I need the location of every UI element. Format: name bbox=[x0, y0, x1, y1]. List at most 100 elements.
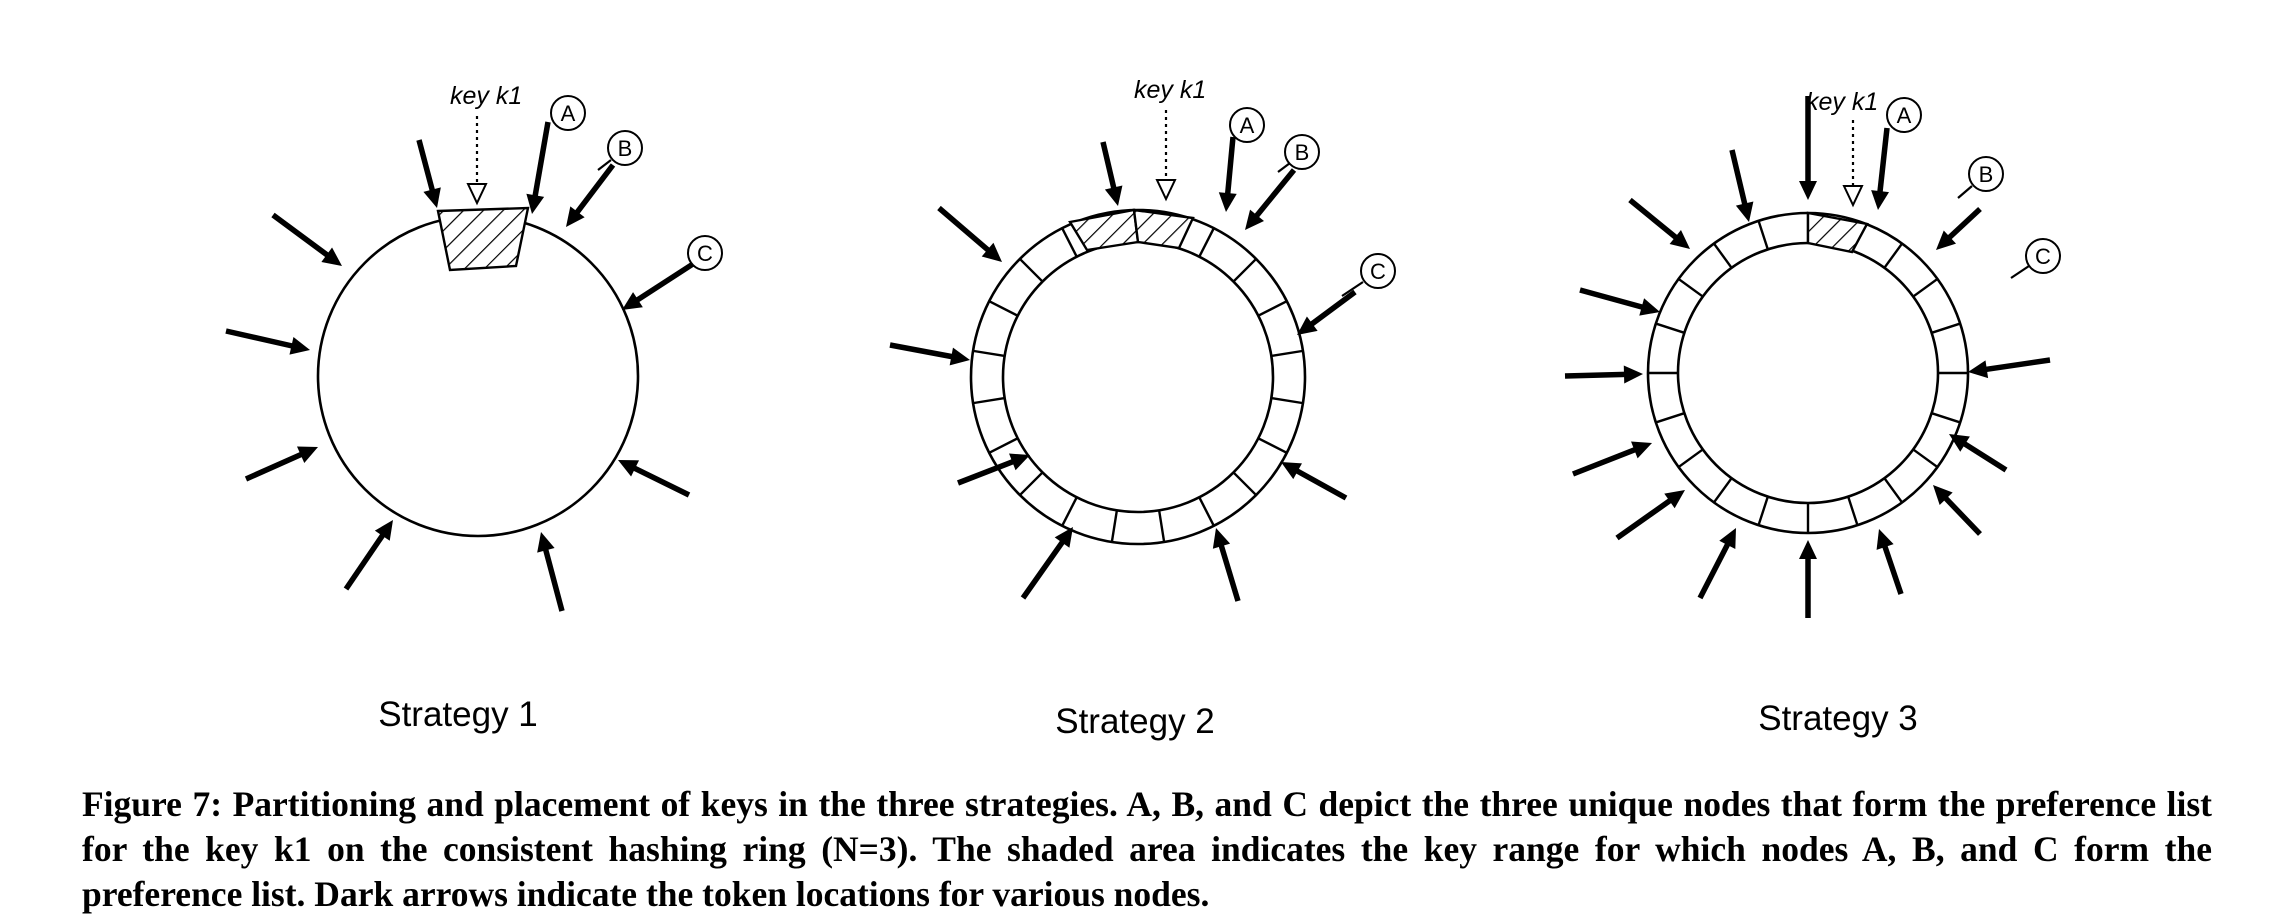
strategy-3-token-arrow bbox=[1949, 434, 2008, 473]
strategy-2-token-arrow bbox=[957, 453, 1030, 486]
strategy-3-token-arrow bbox=[1571, 441, 1652, 477]
strategy-2-token-arrow bbox=[1100, 141, 1123, 206]
strategy-3-partition-boundary bbox=[1883, 242, 1904, 269]
strategy-3-partition-boundary bbox=[1677, 277, 1704, 298]
strategy-2-node-c-label: C bbox=[1370, 259, 1386, 284]
strategy-3-key-range-shade bbox=[1806, 211, 1869, 254]
strategy-3-node-a-label: A bbox=[1897, 103, 1912, 128]
strategy-2-token-arrow bbox=[937, 205, 1002, 262]
strategy-2-partition-boundary bbox=[1019, 258, 1044, 283]
strategy-2-partition-boundary bbox=[1232, 258, 1257, 283]
strategy-2-label: Strategy 2 bbox=[1055, 702, 1215, 741]
strategy-3-node-c: C bbox=[2010, 238, 2061, 279]
strategy-3-node-b: B bbox=[1957, 156, 2004, 199]
strategy-3-partition-boundary bbox=[1712, 242, 1733, 269]
strategy-2-key-range-shade bbox=[1068, 208, 1140, 252]
strategy-3-partition-boundary bbox=[1931, 322, 1961, 334]
strategy-3-token-arrow bbox=[1697, 528, 1736, 600]
strategy-1-node-c: C bbox=[665, 235, 723, 283]
strategy-1-node-b-label: B bbox=[618, 136, 633, 161]
strategy-3-panel: key k1 A B C Strategy 3 bbox=[1564, 88, 2061, 738]
strategy-3-token-arrow bbox=[1936, 206, 1982, 250]
strategy-3-token-arrow bbox=[1564, 365, 1643, 384]
strategy-3-partition-boundary bbox=[1677, 448, 1704, 469]
strategy-2-token-arrow bbox=[889, 342, 970, 366]
strategy-2-partition-boundary bbox=[1019, 471, 1044, 496]
strategy-2-node-a-label: A bbox=[1240, 113, 1255, 138]
strategy-2-node-b-label: B bbox=[1295, 140, 1310, 165]
strategy-3-node-b-label: B bbox=[1979, 162, 1994, 187]
strategy-3-partition-boundary bbox=[1655, 322, 1685, 334]
strategy-3-partition-boundary bbox=[1912, 277, 1939, 298]
strategy-1-token-arrow bbox=[566, 163, 616, 227]
strategy-3-partition-boundary bbox=[1757, 496, 1769, 526]
strategy-1-token-arrow bbox=[244, 446, 318, 482]
strategy-3-label: Strategy 3 bbox=[1758, 699, 1918, 738]
strategy-1-node-c-label: C bbox=[697, 241, 713, 266]
strategy-2-partition-boundary bbox=[1257, 437, 1288, 454]
strategy-2-partition-boundary bbox=[1110, 510, 1119, 543]
strategy-2-key-range-shade-2 bbox=[1132, 208, 1195, 250]
strategy-1-token-arrow bbox=[343, 520, 393, 591]
strategy-1-node-b: B bbox=[597, 130, 643, 171]
strategy-2-token-arrow bbox=[1297, 289, 1357, 335]
strategy-1-token-arrow bbox=[618, 460, 691, 498]
figure-caption: Figure 7: Partitioning and placement of … bbox=[82, 784, 2212, 914]
strategy-2-partition-boundary bbox=[1232, 471, 1257, 496]
strategy-1-token-arrow bbox=[225, 328, 310, 355]
strategy-3-token-arrow bbox=[1615, 490, 1685, 541]
strategy-3-token-arrow bbox=[1729, 149, 1754, 222]
strategy-3-partition-boundary bbox=[1655, 412, 1685, 424]
strategy-2-node-c: C bbox=[1341, 253, 1396, 297]
strategy-2-partition-boundary bbox=[1271, 396, 1304, 405]
strategy-3-token-arrow bbox=[1799, 96, 1817, 200]
strategy-3-token-arrow bbox=[1871, 127, 1890, 210]
strategy-2-node-b: B bbox=[1277, 134, 1320, 173]
strategy-3-partition-boundary bbox=[1883, 477, 1904, 504]
strategy-2-token-arrow bbox=[1020, 527, 1073, 600]
strategy-1-token-arrow bbox=[526, 121, 551, 214]
strategy-3-token-arrow bbox=[1876, 529, 1904, 595]
strategy-2-token-arrow bbox=[1218, 136, 1237, 212]
strategy-3-partition-boundary bbox=[1712, 477, 1733, 504]
strategy-1-node-a: A bbox=[550, 95, 586, 131]
strategy-1-key-marker: key k1 bbox=[450, 82, 522, 206]
strategy-2-partition-boundary bbox=[988, 437, 1019, 454]
strategy-1-key-range-shade bbox=[436, 206, 530, 272]
strategy-2-partition-boundary bbox=[1198, 227, 1215, 258]
strategy-3-partition-boundary bbox=[1912, 448, 1939, 469]
strategy-3-partition-boundary bbox=[1847, 496, 1859, 526]
strategy-2-panel: key k1 A B C Strategy 2 bbox=[889, 76, 1396, 741]
strategy-2-partition-boundary bbox=[972, 396, 1005, 405]
strategy-3-partition-boundary bbox=[1931, 412, 1961, 424]
strategy-2-token-arrow bbox=[1212, 528, 1241, 602]
strategy-1-key-label: key k1 bbox=[450, 82, 522, 110]
strategy-1-token-arrows bbox=[225, 121, 698, 612]
strategy-2-key-label: key k1 bbox=[1134, 76, 1206, 104]
strategy-2-partition-boundary bbox=[1198, 496, 1215, 527]
strategy-3-token-arrow bbox=[1579, 287, 1660, 316]
strategy-2-token-arrows bbox=[889, 136, 1357, 602]
strategy-3-token-arrow bbox=[1968, 357, 2051, 379]
strategy-2-node-a: A bbox=[1229, 107, 1265, 143]
strategy-3-token-arrow bbox=[1628, 197, 1690, 249]
strategy-3-token-arrow bbox=[1799, 540, 1817, 618]
strategy-3-key-marker: key k1 bbox=[1806, 88, 1878, 208]
strategy-1-token-arrow bbox=[271, 212, 342, 266]
strategy-2-partition-boundary bbox=[972, 349, 1005, 358]
strategy-1-token-arrow bbox=[537, 532, 565, 612]
strategy-1-token-arrow bbox=[416, 139, 441, 208]
strategy-2-ring bbox=[969, 208, 1307, 546]
strategy-2-partition-boundary bbox=[1271, 349, 1304, 358]
strategy-2-token-arrow bbox=[1281, 462, 1348, 501]
strategy-3-token-arrow bbox=[1933, 485, 1982, 536]
strategy-3-node-a: A bbox=[1886, 97, 1922, 133]
strategy-3-token-arrows bbox=[1564, 96, 2051, 618]
strategy-1-label: Strategy 1 bbox=[378, 695, 538, 734]
strategy-3-partition-boundary bbox=[1757, 220, 1769, 250]
strategy-2-partition-boundary bbox=[988, 300, 1019, 317]
strategy-2-partition-boundary bbox=[1257, 300, 1288, 317]
strategy-2-partition-boundary bbox=[1061, 227, 1078, 258]
strategy-2-key-marker: key k1 bbox=[1134, 76, 1206, 202]
